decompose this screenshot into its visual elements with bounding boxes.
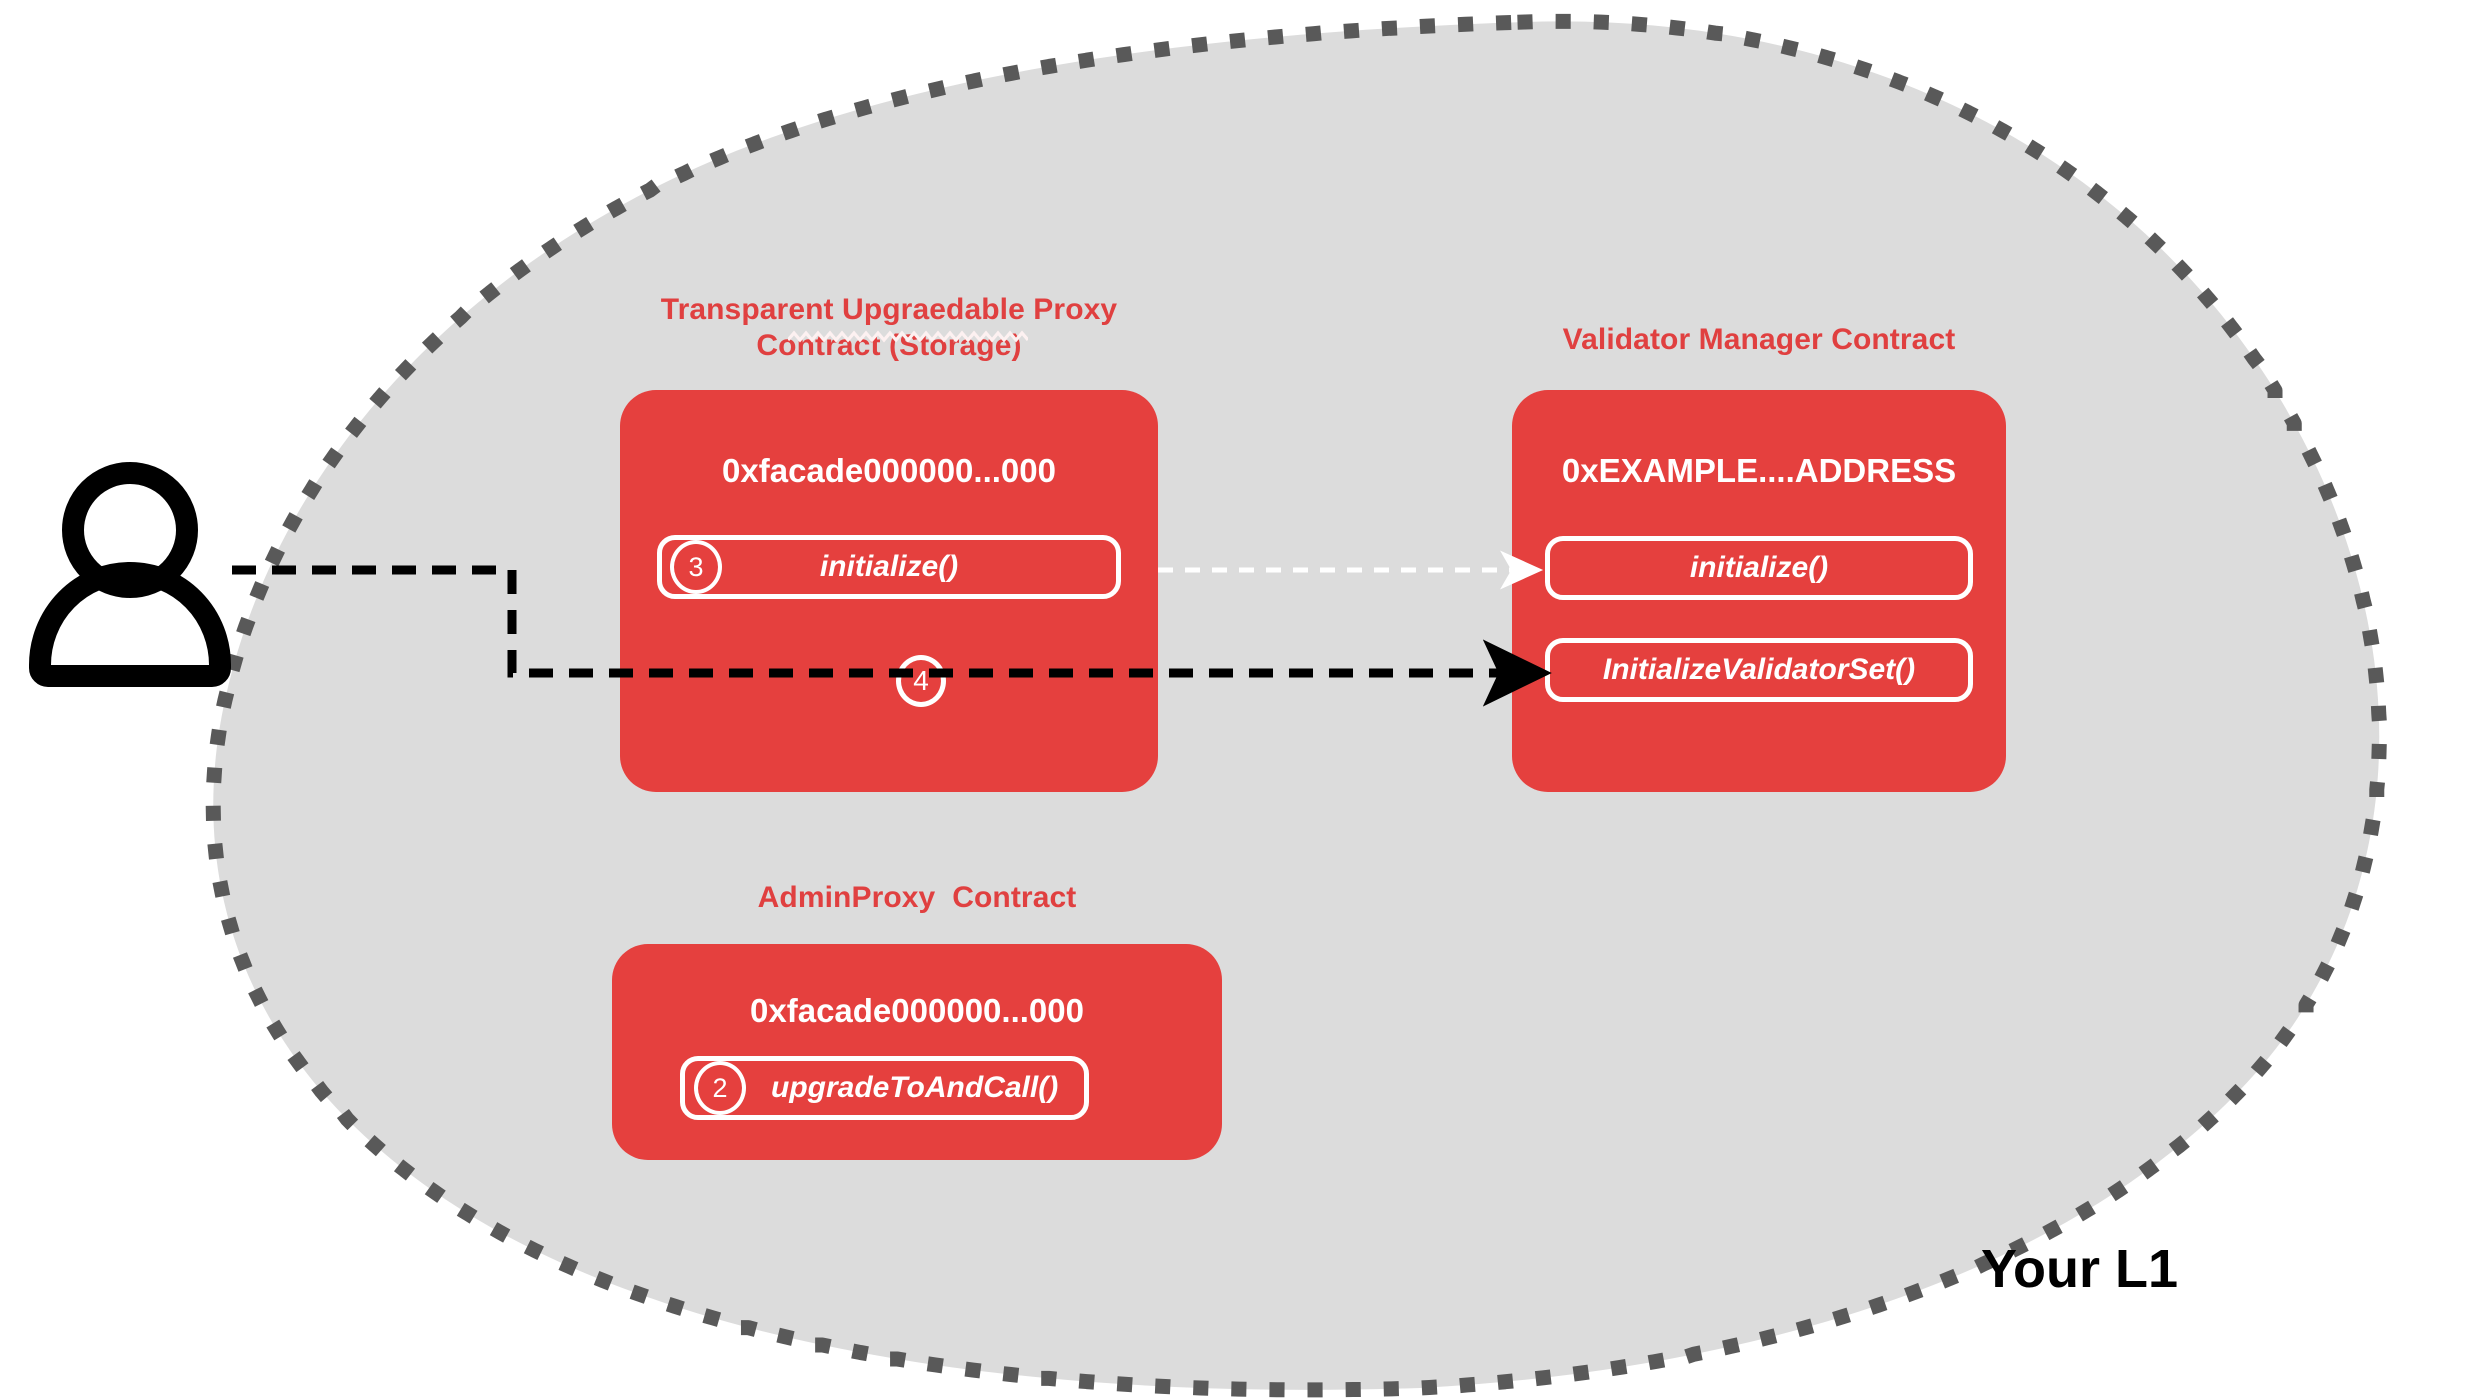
function-pill-initialize-validator-set[interactable]: InitializeValidatorSet() — [1545, 638, 1973, 702]
connection-user-to-initialize-validator-set — [232, 565, 1552, 707]
function-label-initialize-impl: initialize() — [1689, 551, 1829, 584]
function-pill-initialize-impl[interactable]: initialize() — [1545, 536, 1973, 600]
contract-address-transparent-proxy: 0xfacade000000...000 — [722, 452, 1056, 489]
function-label-upgrade-to-and-call: upgradeToAndCall() — [771, 1071, 1059, 1104]
contract-box-transparent-proxy[interactable]: 0xfacade000000...000 initialize() 3 4 — [620, 390, 1158, 792]
contract-validator-manager: Validator Manager Contract 0xEXAMPLE....… — [1512, 322, 2006, 792]
contract-admin-proxy: AdminProxy Contract 0xfacade000000...000… — [612, 880, 1222, 1180]
person-head-icon — [62, 462, 198, 598]
step-badge-4: 4 — [896, 655, 946, 707]
function-label-initialize-proxy: initialize() — [819, 550, 959, 583]
boundary-label-your-l1: Your L1 — [1981, 1239, 2179, 1299]
step-badge-3: 3 — [670, 540, 722, 594]
contract-box-admin-proxy[interactable]: 0xfacade000000...000 upgradeToAndCall() … — [612, 944, 1222, 1160]
function-pill-upgrade-to-and-call[interactable]: upgradeToAndCall() — [680, 1056, 1089, 1120]
step-badge-2: 2 — [694, 1061, 746, 1115]
contract-box-validator-manager[interactable]: 0xEXAMPLE....ADDRESS initialize() Initia… — [1512, 390, 2006, 792]
contract-title-validator-manager: Validator Manager Contract — [1562, 323, 1956, 356]
contract-title-admin-proxy: AdminProxy Contract — [757, 881, 1077, 914]
person-body-icon — [29, 562, 231, 687]
contract-transparent-proxy: Transparent Upgraedable Proxy Contract (… — [620, 292, 1158, 792]
function-pill-initialize-proxy[interactable]: initialize() — [657, 535, 1121, 599]
contract-address-validator-manager: 0xEXAMPLE....ADDRESS — [1561, 452, 1957, 489]
contract-address-admin-proxy: 0xfacade000000...000 — [750, 992, 1084, 1029]
function-label-initialize-validator-set: InitializeValidatorSet() — [1602, 653, 1916, 686]
